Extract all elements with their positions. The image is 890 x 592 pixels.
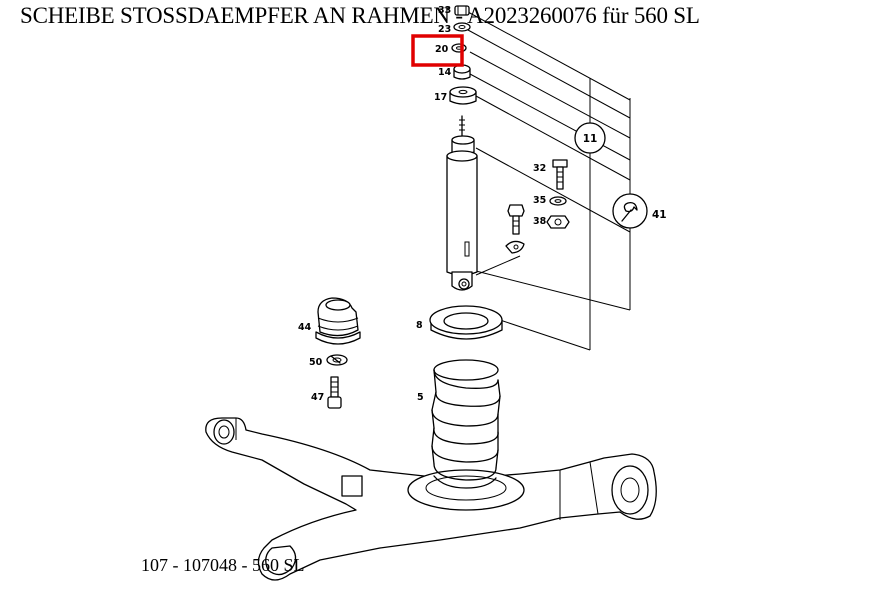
part-50-lock-washer[interactable] [326,354,348,366]
part-5-coil-spring[interactable] [431,359,501,489]
callout-17: 17 [434,92,447,103]
callout-11[interactable]: 11 [574,122,606,154]
callout-32: 32 [533,163,546,174]
part-17-rubber-mount[interactable] [449,86,477,105]
callout-23: 23 [438,24,451,35]
part-47-bolt[interactable] [327,376,342,409]
callout-20: 20 [435,44,449,55]
callout-14: 14 [438,67,452,78]
callout-labels: 33 23 20 14 17 32 35 38 41 44 8 50 47 5 [298,5,667,403]
part-8-spring-pad[interactable] [429,305,503,340]
wrench-icon [621,202,638,222]
callout-38: 38 [533,216,547,227]
svg-text:11: 11 [583,133,598,145]
part-44-bump-stop[interactable] [315,297,361,345]
callout-41-tool[interactable] [612,193,648,229]
callout-50: 50 [309,357,323,368]
part-14-bushing[interactable] [453,64,471,80]
part-20-washer[interactable] [451,43,467,53]
callout-33: 33 [438,5,451,16]
page-title: SCHEIBE STOSSDAEMPFER AN RAHMEN - A20232… [20,3,700,28]
leader-lines [467,11,631,351]
callout-5: 5 [417,392,424,403]
diagram-footer: 107 - 107048 - 560 SL [141,555,305,575]
part-33-nut[interactable] [454,5,470,16]
part-23-washer[interactable] [453,22,471,32]
callout-44: 44 [298,322,312,333]
callout-41: 41 [652,209,667,221]
part-35-washer[interactable] [549,196,567,206]
part-38-nut[interactable] [546,215,570,229]
highlight-box [411,34,464,67]
callout-8: 8 [416,320,423,331]
part-bolt-small[interactable] [507,204,525,235]
callout-35: 35 [533,195,546,206]
part-32-bolt[interactable] [552,159,568,190]
shock-absorber[interactable] [446,115,478,291]
callout-47: 47 [311,392,324,403]
part-clip[interactable] [505,240,525,254]
